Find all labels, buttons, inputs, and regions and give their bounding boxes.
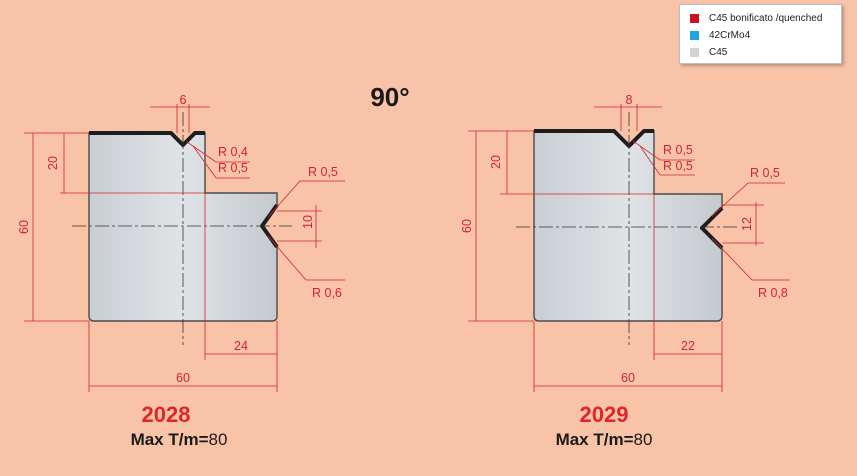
swatch-blue [690,31,699,40]
legend-item-quenched: C45 bonificato /quenched [690,10,841,27]
legend-label: C45 [709,47,728,58]
tool-2029-code: 2029 [579,402,629,427]
swatch-red [690,14,699,23]
dim-height: 60 [460,219,474,233]
legend-label: C45 bonificato /quenched [709,13,823,24]
dim-top-radius-1: R 0,5 [663,143,693,157]
dim-width: 60 [176,371,190,385]
dim-upper-height: 20 [46,156,60,170]
dim-lower-width: 24 [234,339,248,353]
legend-item-c45: C45 [690,44,841,61]
tool-2029-profile [533,130,723,322]
dim-top-radius-2: R 0,5 [218,161,248,175]
dim-side-radius-2: R 0,6 [312,286,342,300]
tm-value: 80 [208,430,228,449]
swatch-grey [690,48,699,57]
dim-height: 60 [17,220,31,234]
angle-heading: 90° [370,82,410,112]
dim-upper-height: 20 [489,155,503,169]
dim-side-radius-2: R 0,8 [758,286,788,300]
tool-2028-code: 2028 [141,402,191,427]
legend-item-42crmo4: 42CrMo4 [690,27,841,44]
dim-top-radius-2: R 0,5 [663,159,693,173]
dim-top-radius-1: R 0,4 [218,145,248,159]
dim-side-radius-1: R 0,5 [750,166,780,180]
dim-side-vertical: 12 [740,217,754,231]
legend-label: 42CrMo4 [709,30,751,41]
tool-2029-max-tonnage: Max T/m=80 [524,430,684,450]
tool-2028-max-tonnage: Max T/m=80 [99,430,259,450]
dim-width: 60 [621,371,635,385]
tm-value: 80 [633,430,653,449]
dim-lower-width: 22 [681,339,695,353]
dim-side-vertical: 10 [301,215,315,229]
tm-label: Max T/m= [130,430,209,449]
dim-top-width: 8 [626,93,633,107]
tool-2028-drawing: 6 R 0,4 R 0,5 R 0,5 R 0,6 60 20 10 24 60 [17,93,345,392]
dim-side-radius-1: R 0,5 [308,165,338,179]
dim-top-width: 6 [180,93,187,107]
tool-2029-drawing: 8 R 0,5 R 0,5 R 0,5 R 0,8 60 20 12 22 60 [460,93,790,392]
material-legend: C45 bonificato /quenched 42CrMo4 C45 [679,4,842,64]
tm-label: Max T/m= [555,430,634,449]
